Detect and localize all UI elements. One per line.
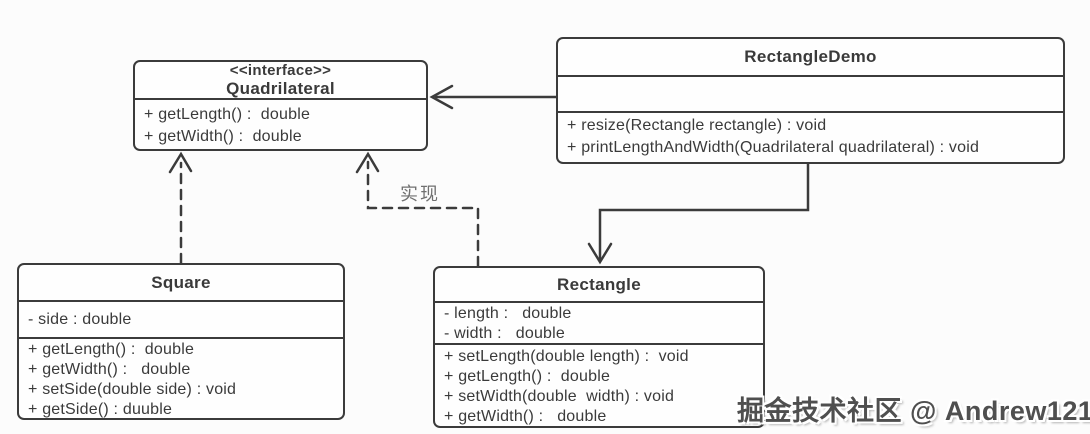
attribute-row: - side : double: [28, 310, 132, 328]
class-box-rectangle: Rectangle - length : double - width : do…: [433, 266, 765, 428]
class-name: RectangleDemo: [744, 47, 877, 66]
interface-stereotype: <<interface>>: [229, 61, 332, 79]
arrow-square-realizes-quadrilateral: [168, 151, 193, 265]
attribute-row: - length : double: [444, 305, 572, 322]
method-row: + getWidth() : double: [28, 361, 191, 378]
watermark-text: 掘金技术社区 @ Andrew1219: [737, 396, 1090, 426]
class-name: Rectangle: [557, 274, 641, 294]
arrow-rectangledemo-to-quadrilateral: [429, 84, 558, 110]
attribute-row: - width : double: [444, 325, 565, 342]
arrow-rectangle-realizes-quadrilateral: [355, 151, 480, 268]
method-row: + resize(Rectangle rectangle) : void: [567, 117, 827, 134]
class-name: Quadrilateral: [226, 78, 335, 98]
arrow-rectangledemo-to-rectangle: [587, 162, 810, 265]
realization-edge-label: 实现: [400, 184, 440, 204]
methods-compartment: + setLength(double length) : void + getL…: [435, 345, 763, 426]
class-box-rectangledemo: RectangleDemo + resize(Rectangle rectang…: [556, 37, 1065, 164]
method-row: + getLength() : double: [444, 368, 611, 385]
attributes-compartment-empty: [558, 77, 1063, 113]
class-name: Square: [151, 272, 211, 292]
class-title-compartment: <<interface>> Quadrilateral: [135, 62, 426, 100]
method-row: + getSide() : duuble: [28, 401, 173, 418]
methods-compartment: + getLength() : double + getWidth() : do…: [135, 100, 426, 149]
method-row: + printLengthAndWidth(Quadrilateral quad…: [567, 139, 980, 156]
method-row: + getLength() : double: [28, 341, 195, 358]
method-row: + setLength(double length) : void: [444, 348, 689, 365]
class-title-compartment: RectangleDemo: [558, 39, 1063, 77]
attributes-compartment: - length : double - width : double: [435, 303, 763, 345]
attributes-compartment: - side : double: [19, 302, 343, 339]
method-row: + setSide(double side) : void: [28, 381, 237, 398]
class-box-quadrilateral: <<interface>> Quadrilateral + getLength(…: [133, 60, 428, 151]
method-row: + getLength() : double: [144, 106, 311, 123]
methods-compartment: + resize(Rectangle rectangle) : void + p…: [558, 113, 1063, 162]
methods-compartment: + getLength() : double + getWidth() : do…: [19, 339, 343, 418]
method-row: + getWidth() : double: [444, 408, 607, 425]
method-row: + setWidth(double width) : void: [444, 388, 675, 405]
class-box-square: Square - side : double + getLength() : d…: [17, 263, 345, 420]
method-row: + getWidth() : double: [144, 128, 302, 145]
class-title-compartment: Square: [19, 265, 343, 302]
class-title-compartment: Rectangle: [435, 268, 763, 303]
